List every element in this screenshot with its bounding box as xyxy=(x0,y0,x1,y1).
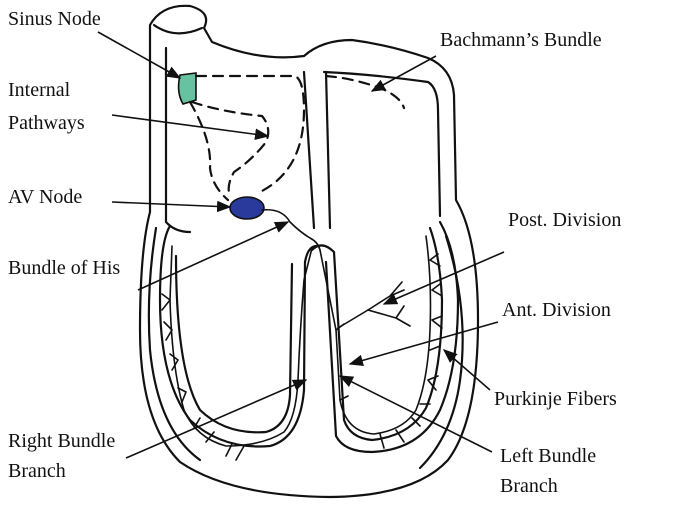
label-right-bundle-branch-line2: Branch xyxy=(8,460,66,482)
internal-pathways-pointer xyxy=(111,114,270,140)
heart-outline xyxy=(138,4,480,499)
labels: Sinus Node Bachmann’s Bundle Internal Pa… xyxy=(8,8,621,497)
label-post-division: Post. Division xyxy=(508,209,621,231)
label-right-bundle-branch-line1: Right Bundle xyxy=(8,430,115,452)
sinus-node-shape xyxy=(177,72,197,105)
pointer-lines xyxy=(97,31,505,459)
label-av-node: AV Node xyxy=(8,186,82,208)
label-left-bundle-branch-line1: Left Bundle xyxy=(500,445,596,467)
bachmanns-bundle-pointer xyxy=(370,55,437,92)
label-sinus-node: Sinus Node xyxy=(8,8,101,30)
label-left-bundle-branch-line2: Branch xyxy=(500,475,558,497)
purkinje-fibers-pointer xyxy=(442,349,491,391)
label-purkinje-fibers: Purkinje Fibers xyxy=(494,388,617,410)
post-division-pointer xyxy=(382,251,505,305)
label-ant-division: Ant. Division xyxy=(502,299,611,321)
right-bundle-branch-pointer xyxy=(125,379,308,459)
av-node-shape xyxy=(229,196,265,220)
ant-division-pointer xyxy=(348,321,499,367)
sinus-node-pointer xyxy=(97,31,182,79)
av-node-pointer xyxy=(111,200,232,213)
label-internal-pathways-line2: Pathways xyxy=(8,112,85,134)
bundle-of-his-pointer xyxy=(137,221,290,291)
label-bachmanns-bundle: Bachmann’s Bundle xyxy=(440,29,602,51)
label-internal-pathways-line1: Internal xyxy=(8,79,71,101)
left-bundle-branch-pointer xyxy=(338,375,493,453)
label-bundle-of-his: Bundle of His xyxy=(8,257,120,279)
